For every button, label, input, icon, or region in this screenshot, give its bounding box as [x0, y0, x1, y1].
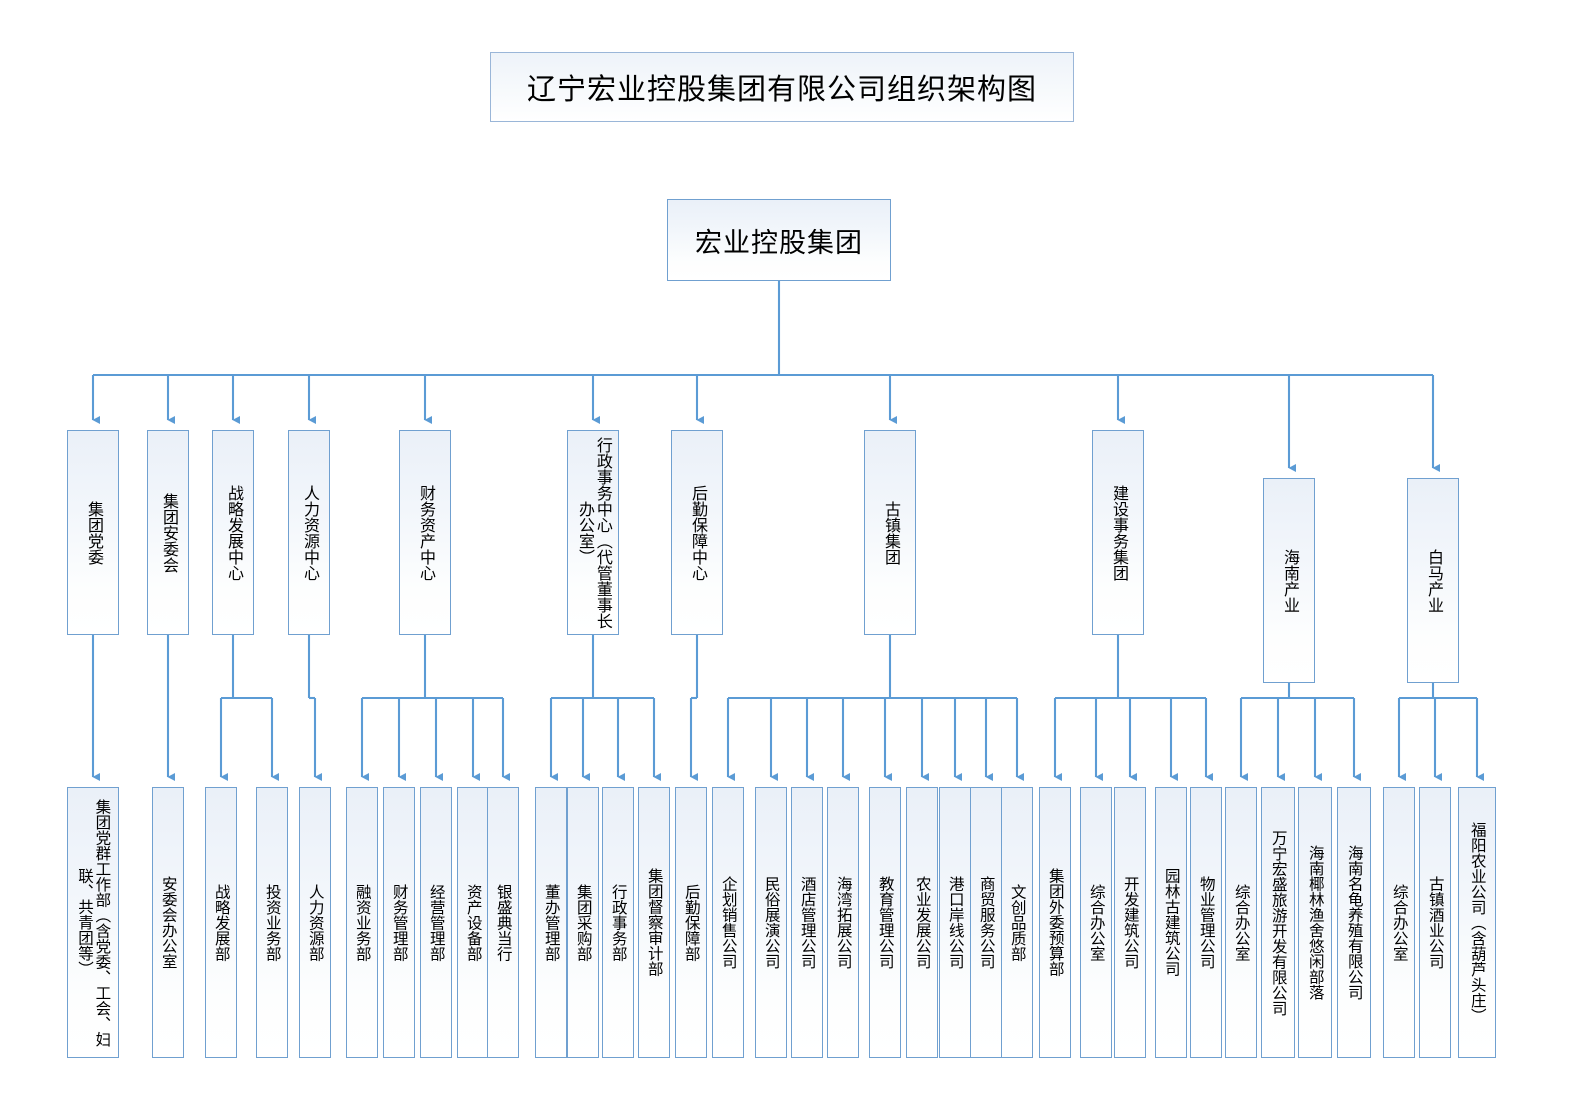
unit-node-u2[interactable]: 安委会办公室 [152, 787, 184, 1058]
unit-node-label: 综合办公室 [1087, 883, 1105, 962]
unit-node-u22[interactable]: 港口岸线公司 [939, 787, 971, 1058]
unit-node-label: 文创品质部 [1008, 883, 1026, 962]
root-node[interactable]: 宏业控股集团 [667, 199, 891, 281]
unit-node-label: 福阳农业公司（含葫芦头庄） [1468, 821, 1486, 1024]
unit-node-u20[interactable]: 教育管理公司 [869, 787, 901, 1058]
division-node-label: 白马产业 [1424, 548, 1442, 613]
unit-node-label: 人力资源部 [306, 883, 324, 962]
unit-node-u16[interactable]: 企划销售公司 [712, 787, 744, 1058]
division-node-d11[interactable]: 白马产业 [1407, 478, 1459, 683]
division-node-d1[interactable]: 集团党委 [67, 430, 119, 635]
unit-node-label: 海湾拓展公司 [834, 876, 852, 969]
unit-node-label: 集团党群工作部（含党委、工会、妇联、共青团等） [76, 798, 111, 1047]
unit-node-u29[interactable]: 物业管理公司 [1190, 787, 1222, 1058]
unit-node-label: 酒店管理公司 [798, 876, 816, 969]
division-node-d8[interactable]: 古镇集团 [864, 430, 916, 635]
division-node-d7[interactable]: 后勤保障中心 [671, 430, 723, 635]
unit-node-u19[interactable]: 海湾拓展公司 [827, 787, 859, 1058]
unit-node-label: 集团外委预算部 [1046, 868, 1064, 977]
unit-node-u12[interactable]: 集团采购部 [567, 787, 599, 1058]
unit-node-u5[interactable]: 人力资源部 [299, 787, 331, 1058]
unit-node-label: 集团采购部 [574, 883, 592, 962]
unit-node-u24[interactable]: 文创品质部 [1001, 787, 1033, 1058]
unit-node-label: 投资业务部 [263, 883, 281, 962]
chart-title: 辽宁宏业控股集团有限公司组织架构图 [490, 52, 1074, 122]
unit-node-u6[interactable]: 融资业务部 [346, 787, 378, 1058]
unit-node-label: 经营管理部 [427, 883, 445, 962]
unit-node-u14[interactable]: 集团督察审计部 [638, 787, 670, 1058]
unit-node-label: 后勤保障部 [682, 883, 700, 962]
division-node-d2[interactable]: 集团安委会 [147, 430, 189, 635]
unit-node-u36[interactable]: 福阳农业公司（含葫芦头庄） [1458, 787, 1496, 1058]
division-node-label: 海南产业 [1280, 548, 1298, 613]
unit-node-label: 物业管理公司 [1197, 876, 1215, 969]
unit-node-u35[interactable]: 古镇酒业公司 [1419, 787, 1451, 1058]
unit-node-label: 资产设备部 [464, 883, 482, 962]
unit-node-u13[interactable]: 行政事务部 [602, 787, 634, 1058]
unit-node-u25[interactable]: 集团外委预算部 [1039, 787, 1071, 1058]
unit-node-label: 海南名龟养殖有限公司 [1345, 845, 1363, 1000]
unit-node-label: 商贸服务公司 [977, 876, 995, 969]
unit-node-label: 海南椰林渔舍悠闲部落 [1306, 845, 1324, 1000]
division-node-d6[interactable]: 行政事务中心（代管董事长办公室） [567, 430, 619, 635]
unit-node-label: 安委会办公室 [159, 876, 177, 969]
unit-node-u10[interactable]: 银盛典当行 [487, 787, 519, 1058]
unit-node-u4[interactable]: 投资业务部 [256, 787, 288, 1058]
division-node-label: 后勤保障中心 [688, 484, 706, 581]
unit-node-label: 综合办公室 [1232, 883, 1250, 962]
unit-node-u23[interactable]: 商贸服务公司 [970, 787, 1002, 1058]
unit-node-label: 园林古建筑公司 [1162, 868, 1180, 977]
unit-node-label: 港口岸线公司 [946, 876, 964, 969]
division-node-d9[interactable]: 建设事务集团 [1092, 430, 1144, 635]
unit-node-label: 农业发展公司 [913, 876, 931, 969]
unit-node-label: 综合办公室 [1390, 883, 1408, 962]
division-node-d4[interactable]: 人力资源中心 [288, 430, 330, 635]
unit-node-label: 民俗展演公司 [762, 876, 780, 969]
unit-node-label: 财务管理部 [390, 883, 408, 962]
unit-node-u3[interactable]: 战略发展部 [205, 787, 237, 1058]
unit-node-label: 融资业务部 [353, 883, 371, 962]
unit-node-label: 教育管理公司 [876, 876, 894, 969]
unit-node-u9[interactable]: 资产设备部 [457, 787, 489, 1058]
division-node-d10[interactable]: 海南产业 [1263, 478, 1315, 683]
unit-node-u30[interactable]: 综合办公室 [1225, 787, 1257, 1058]
division-node-label: 建设事务集团 [1109, 484, 1127, 581]
unit-node-label: 战略发展部 [212, 883, 230, 962]
division-node-label: 战略发展中心 [224, 484, 242, 581]
chart-title-text: 辽宁宏业控股集团有限公司组织架构图 [526, 74, 1037, 106]
unit-node-u28[interactable]: 园林古建筑公司 [1155, 787, 1187, 1058]
unit-node-u32[interactable]: 海南椰林渔舍悠闲部落 [1298, 787, 1332, 1058]
unit-node-u11[interactable]: 董办管理部 [535, 787, 567, 1058]
unit-node-u33[interactable]: 海南名龟养殖有限公司 [1337, 787, 1371, 1058]
unit-node-label: 万宁宏盛旅游开发有限公司 [1269, 829, 1287, 1016]
unit-node-label: 行政事务部 [609, 883, 627, 962]
unit-node-u21[interactable]: 农业发展公司 [906, 787, 938, 1058]
unit-node-label: 集团督察审计部 [645, 868, 663, 977]
division-node-d3[interactable]: 战略发展中心 [212, 430, 254, 635]
unit-node-u1[interactable]: 集团党群工作部（含党委、工会、妇联、共青团等） [67, 787, 119, 1058]
unit-node-u7[interactable]: 财务管理部 [383, 787, 415, 1058]
unit-node-u34[interactable]: 综合办公室 [1383, 787, 1415, 1058]
unit-node-label: 企划销售公司 [719, 876, 737, 969]
unit-node-label: 古镇酒业公司 [1426, 876, 1444, 969]
unit-node-label: 开发建筑公司 [1121, 876, 1139, 969]
unit-node-u8[interactable]: 经营管理部 [420, 787, 452, 1058]
division-node-label: 古镇集团 [881, 500, 899, 565]
unit-node-u27[interactable]: 开发建筑公司 [1114, 787, 1146, 1058]
unit-node-u18[interactable]: 酒店管理公司 [791, 787, 823, 1058]
division-node-label: 人力资源中心 [300, 484, 318, 581]
unit-node-u26[interactable]: 综合办公室 [1080, 787, 1112, 1058]
unit-node-label: 银盛典当行 [494, 883, 512, 962]
division-node-label: 财务资产中心 [416, 484, 434, 581]
root-node-label: 宏业控股集团 [695, 227, 863, 258]
unit-node-u15[interactable]: 后勤保障部 [675, 787, 707, 1058]
division-node-label: 行政事务中心（代管董事长办公室） [576, 436, 611, 629]
division-node-label: 集团党委 [84, 500, 102, 565]
unit-node-label: 董办管理部 [542, 883, 560, 962]
unit-node-u31[interactable]: 万宁宏盛旅游开发有限公司 [1261, 787, 1295, 1058]
division-node-label: 集团安委会 [159, 492, 177, 573]
unit-node-u17[interactable]: 民俗展演公司 [755, 787, 787, 1058]
division-node-d5[interactable]: 财务资产中心 [399, 430, 451, 635]
